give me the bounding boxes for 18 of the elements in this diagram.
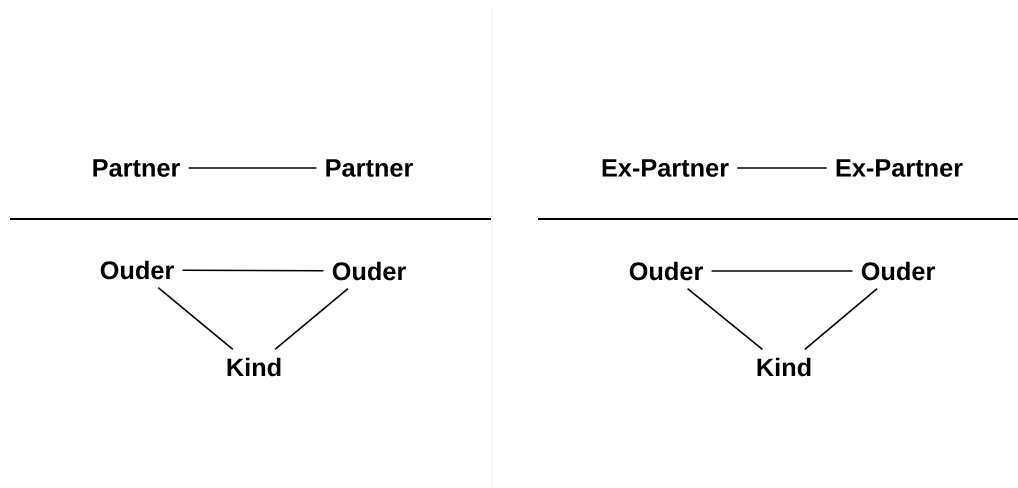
text-label: Ex-Partner — [836, 159, 963, 177]
connector-line — [187, 167, 318, 169]
text-label: Ouder — [100, 260, 174, 280]
connector-line — [804, 287, 878, 351]
connector-line — [157, 286, 234, 351]
connector-line — [710, 270, 854, 272]
connector-line — [686, 287, 764, 351]
text-label: Ouder — [861, 261, 935, 281]
text-label: Ouder — [332, 261, 406, 281]
text-label: Partner — [326, 159, 413, 177]
text-label: Ouder — [629, 261, 703, 281]
connector-line — [274, 287, 349, 351]
text-label: Ex-Partner — [602, 159, 729, 177]
text-label: Kind — [227, 357, 281, 377]
connector-line — [736, 167, 828, 169]
connector-line — [181, 269, 325, 272]
text-label: Kind — [757, 357, 811, 377]
text-label: Partner — [93, 159, 180, 177]
